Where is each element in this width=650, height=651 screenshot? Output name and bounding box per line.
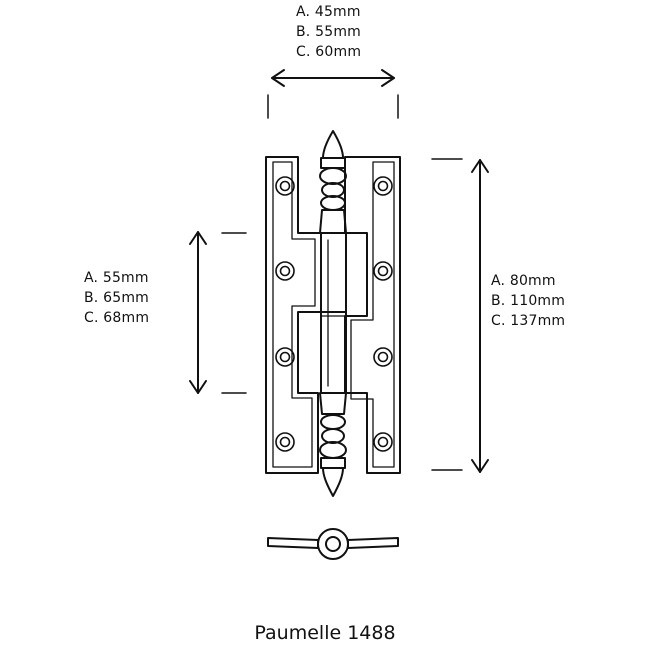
width-dimension-labels: A. 45mm B. 55mm C. 60mm bbox=[296, 2, 361, 62]
right-screw-holes bbox=[373, 176, 393, 452]
leaf-height-label-b: B. 65mm bbox=[84, 290, 149, 306]
overall-height-label-a: A. 80mm bbox=[491, 273, 556, 289]
hinge-barrel bbox=[320, 232, 347, 394]
overall-height-label-b: B. 110mm bbox=[491, 293, 566, 309]
overall-height-dimension-labels: A. 80mm B. 110mm C. 137mm bbox=[491, 271, 565, 331]
left-hinge-leaf bbox=[265, 156, 322, 474]
hinge-plan-view bbox=[267, 528, 399, 560]
top-finial bbox=[319, 130, 347, 234]
product-caption: Paumelle 1488 bbox=[254, 622, 396, 644]
overall-height-label-c: C. 137mm bbox=[491, 313, 566, 329]
left-screw-holes bbox=[275, 176, 295, 452]
bottom-finial bbox=[319, 392, 347, 497]
leaf-height-label-c: C. 68mm bbox=[84, 310, 150, 326]
width-label-a: A. 45mm bbox=[296, 4, 361, 20]
right-hinge-leaf bbox=[344, 156, 401, 474]
width-label-c: C. 60mm bbox=[296, 44, 362, 60]
overall-height-dimension-arrow bbox=[431, 158, 489, 473]
width-label-b: B. 55mm bbox=[296, 24, 361, 40]
leaf-height-dimension-labels: A. 55mm B. 65mm C. 68mm bbox=[84, 268, 149, 328]
leaf-height-label-a: A. 55mm bbox=[84, 270, 149, 286]
leaf-height-dimension-arrow bbox=[189, 231, 247, 394]
width-dimension-arrow bbox=[267, 69, 399, 119]
